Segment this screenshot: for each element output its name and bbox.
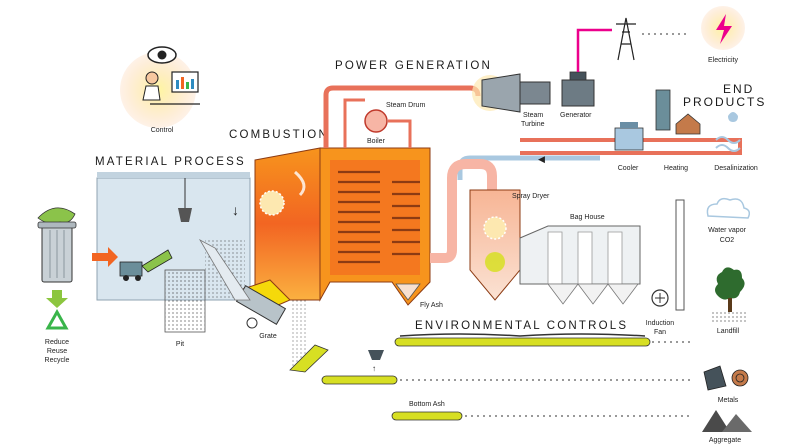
ash-drop [290, 300, 306, 370]
pit [164, 269, 206, 333]
magnet-icon: ↑ [368, 350, 384, 373]
steam-pipe [323, 85, 481, 148]
svg-text:↑: ↑ [372, 364, 376, 373]
electricity-label: Electricity [708, 57, 738, 64]
trash-can-icon [37, 207, 77, 283]
hot-gas-bubble [259, 190, 285, 216]
furnace: Grate [198, 147, 321, 370]
fly-ash-hopper [395, 283, 421, 301]
boiler-label: Boiler [367, 138, 386, 145]
section-material-process: MATERIAL PROCESS [95, 156, 246, 168]
power-tower-icon [616, 17, 636, 61]
generator: Generator [560, 71, 595, 119]
recycle-icon [45, 308, 69, 330]
stack [675, 199, 685, 311]
heating-label: Heating [664, 165, 688, 172]
steam-turbine-label-1: Steam [523, 112, 543, 119]
section-end-products-line2: PRODUCTS [683, 95, 766, 109]
reduce-label: Reduce [45, 339, 69, 346]
operator-icon [142, 71, 200, 105]
cloud-icon [706, 197, 751, 219]
section-combustion: COMBUSTION [229, 129, 329, 141]
bottom-ash-label: Bottom Ash [409, 401, 445, 408]
steam-turbine-label-2: Turbine [521, 121, 545, 128]
cooler-label: Cooler [618, 165, 639, 172]
boiler-coils [338, 170, 420, 264]
steam-drum [364, 109, 388, 133]
control-group: Control [120, 46, 200, 134]
boiler: Steam Drum Boiler Fly Ash [319, 85, 481, 309]
input-arrow-icon [92, 247, 118, 267]
gas-duct [430, 159, 497, 263]
reuse-label: Reuse [47, 348, 67, 355]
down-arrow-icon: ↓ [232, 202, 239, 218]
truck-icon [119, 249, 173, 281]
desalinization-icon [715, 112, 741, 152]
section-end-products-line1: END [723, 82, 754, 96]
aggregate-label: Aggregate [709, 437, 741, 444]
material-building: ↓ Pit [92, 172, 251, 348]
section-environmental-controls: ENVIRONMENTAL CONTROLS [415, 320, 628, 332]
metals-label: Metals [718, 397, 739, 404]
bottom-ash-conveyor [289, 344, 463, 421]
induction-fan-icon [651, 289, 669, 307]
pit-label: Pit [176, 341, 184, 348]
eye-icon [147, 46, 177, 64]
turbine: Steam Turbine [472, 73, 551, 128]
aggregate-icon [702, 410, 752, 432]
crane-claw-icon [178, 208, 192, 222]
grate-label: Grate [259, 333, 277, 340]
landfill-icon [712, 267, 746, 322]
bag-house: Bag House [519, 214, 641, 305]
water-vapor-label-1: Water vapor [708, 227, 747, 234]
water-vapor-label-2: CO2 [720, 237, 735, 244]
recycle-label: Recycle [45, 357, 70, 364]
cooler-icon [614, 122, 644, 151]
hopper-chute [198, 238, 251, 301]
induction-fan-label-2: Fan [654, 329, 666, 336]
heating-icon [655, 89, 701, 135]
spray-dryer: Spray Dryer [469, 189, 550, 301]
power-line [576, 28, 612, 72]
fly-ash-conveyor [394, 333, 651, 347]
desalinization-label: Desalinization [714, 165, 758, 172]
metals-icon [703, 365, 749, 391]
bag-house-label: Bag House [570, 214, 605, 221]
lightning-icon [716, 14, 732, 44]
control-label: Control [151, 127, 174, 134]
return-arrow-icon: ◀ [538, 154, 545, 164]
steam-drum-label: Steam Drum [386, 102, 425, 109]
fly-ash-label: Fly Ash [420, 302, 443, 309]
generator-label: Generator [560, 112, 592, 119]
induction-fan-label-1: Induction [646, 320, 675, 327]
spray-dryer-label: Spray Dryer [512, 193, 550, 200]
landfill-label: Landfill [717, 328, 740, 335]
section-power-generation: POWER GENERATION [335, 60, 492, 72]
recycle-arrow-icon [46, 290, 68, 308]
grate-roller-icon [246, 317, 258, 329]
